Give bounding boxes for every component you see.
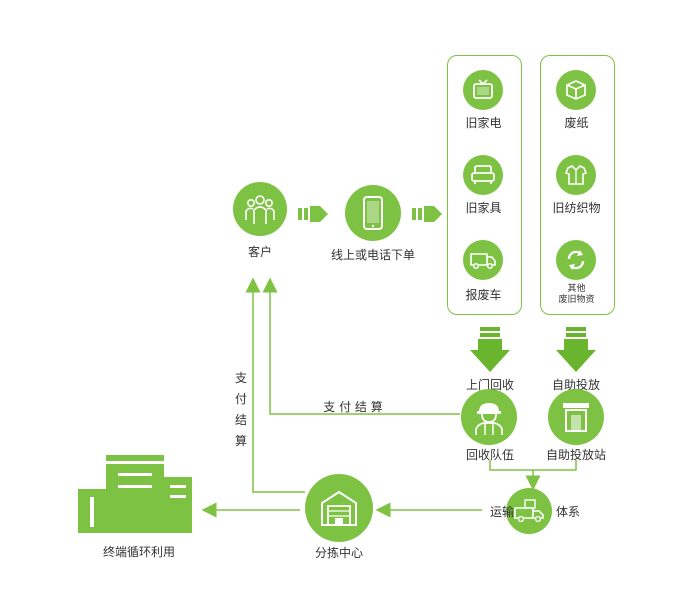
other-node — [556, 240, 596, 280]
waste-paper-node — [556, 70, 596, 110]
payment-line-outer — [245, 277, 305, 493]
factory-icon — [78, 455, 192, 533]
people-group-icon — [245, 195, 275, 224]
payment-char: 付 — [234, 392, 247, 406]
sorting-center-node — [305, 474, 373, 542]
customer-node — [233, 182, 287, 236]
payment-label-vertical: 支 付 结 算 — [234, 369, 248, 451]
scrap-car-label: 报废车 — [465, 288, 502, 302]
old-appliance-label: 旧家电 — [465, 116, 502, 130]
scrap-car-node — [463, 240, 503, 280]
sorting-center-label: 分拣中心 — [314, 546, 363, 560]
old-appliance-node — [463, 70, 503, 110]
terminal-label: 终端循环利用 — [102, 545, 175, 559]
van-icon — [470, 253, 496, 270]
worker-helmet-icon — [475, 403, 503, 435]
transport-label-right: 体系 — [556, 505, 581, 519]
order-node — [345, 185, 401, 241]
payment-char: 算 — [234, 434, 247, 448]
self-drop-label: 自助投放 — [551, 378, 600, 392]
payment-label-horizontal: 支 付 结 算 — [323, 400, 383, 414]
order-label: 线上或电话下单 — [330, 248, 415, 262]
terminal-factory — [78, 455, 200, 533]
recycle-icon — [567, 250, 585, 270]
payment-char: 支 — [234, 371, 247, 385]
transport-node — [506, 488, 552, 534]
recycle-team-node — [461, 389, 517, 445]
arrow-customer-to-order — [298, 206, 328, 222]
old-textile-label: 旧纺织物 — [552, 201, 601, 215]
sofa-icon — [471, 165, 495, 184]
drop-station-icon — [563, 403, 589, 432]
door-recycle-label: 上门回收 — [465, 378, 514, 392]
recycle-team-label: 回收队伍 — [465, 448, 514, 462]
old-furniture-node — [463, 155, 503, 195]
box-icon — [566, 80, 586, 100]
delivery-truck-icon — [514, 499, 544, 523]
transport-label-left: 运输 — [489, 505, 514, 519]
payment-line-inner — [262, 277, 460, 415]
old-textile-node — [556, 155, 596, 195]
old-furniture-label: 旧家具 — [465, 201, 502, 215]
tv-icon — [473, 79, 493, 99]
drop-station-node — [548, 389, 604, 445]
arrow-down-self — [556, 327, 596, 372]
arrow-order-to-panels — [412, 206, 442, 222]
warehouse-icon — [321, 490, 357, 526]
drop-station-label: 自助投放站 — [545, 448, 606, 462]
other-label-line1: 其他 — [567, 284, 586, 294]
customer-label: 客户 — [247, 245, 272, 259]
smartphone-icon — [363, 196, 383, 230]
payment-char: 结 — [234, 413, 247, 427]
other-label-line2: 废旧物资 — [558, 295, 595, 305]
waste-paper-label: 废纸 — [564, 116, 589, 130]
arrow-down-door — [470, 327, 510, 372]
shirt-icon — [564, 165, 588, 185]
